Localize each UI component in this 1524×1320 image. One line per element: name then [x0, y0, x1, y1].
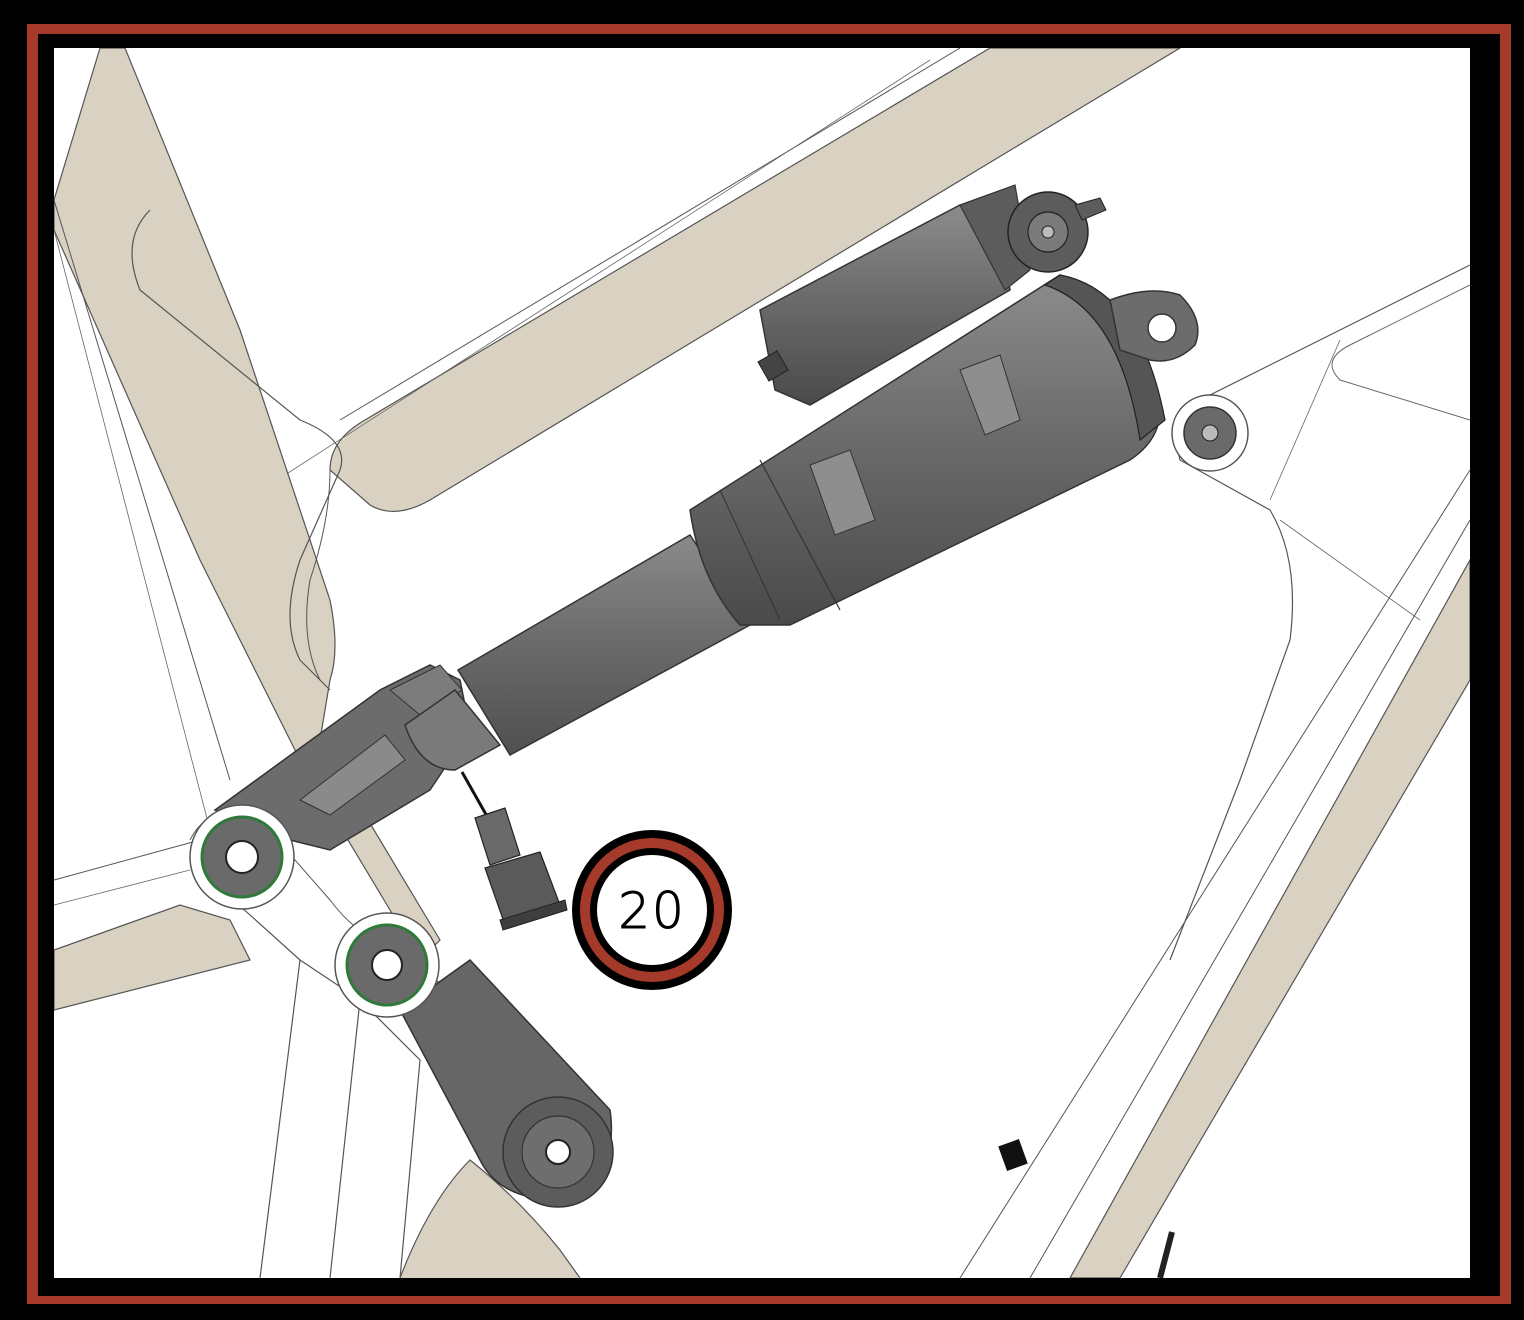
top-tube: [329, 48, 1182, 513]
rear-triangle-inner: [1331, 284, 1470, 421]
pivot-bearing-main: [189, 804, 295, 910]
pivot-bearing-seatstay: [1171, 394, 1249, 472]
drawing-content: [54, 48, 1470, 1278]
shock-upper-eye-hole: [1147, 313, 1177, 343]
top-tube-edge: [339, 48, 961, 421]
shock-reservoir-bridge: [959, 184, 1031, 291]
bolt-flange: [499, 899, 568, 931]
shock-dial-ring: [1043, 274, 1166, 442]
shock-can-seam: [759, 459, 841, 611]
callout-face: [597, 855, 707, 965]
shock-lower-eye: [404, 688, 502, 771]
shock-can-window: [809, 449, 876, 536]
shock-reservoir-cap: [757, 350, 789, 382]
rocker-link-clevis: [389, 664, 463, 716]
top-tube-edge-2: [214, 59, 931, 521]
down-tube-edge: [1029, 519, 1470, 1278]
mounting-bolt: [460, 771, 568, 931]
seat-tube-edge: [54, 199, 231, 781]
frame-junction-curve: [131, 209, 343, 691]
shock-can-window-2: [959, 354, 1021, 436]
shock-lever-knob-center: [1041, 225, 1055, 239]
bottom-bracket-curve: [399, 1159, 581, 1278]
pivot-bearing-bb: [502, 1096, 614, 1208]
bolt-thread: [474, 807, 521, 866]
seat-tube-edge-2: [54, 229, 211, 831]
chainstay-line-2: [54, 869, 191, 906]
rear-shock: [404, 184, 1199, 771]
rear-triangle-line: [1269, 339, 1341, 501]
rocker-link-pocket: [299, 734, 406, 816]
step-number: 20: [618, 882, 686, 940]
bolt-leader-line: [460, 771, 490, 819]
rocker-link: [213, 664, 471, 851]
down-tube: [1069, 558, 1470, 1278]
shock-can-seam-2: [719, 489, 781, 621]
shock-lever-tab: [1074, 197, 1107, 221]
cable-guide: [1157, 1231, 1175, 1278]
chainstay: [54, 904, 251, 1011]
chainstay-line: [54, 839, 201, 881]
down-tube-edge-2: [959, 469, 1470, 1278]
frame-junction-curve-2: [306, 469, 331, 681]
cable-port: [998, 1139, 1028, 1171]
step-callout: 20: [572, 830, 732, 990]
rear-triangle-line-2: [1279, 519, 1421, 621]
